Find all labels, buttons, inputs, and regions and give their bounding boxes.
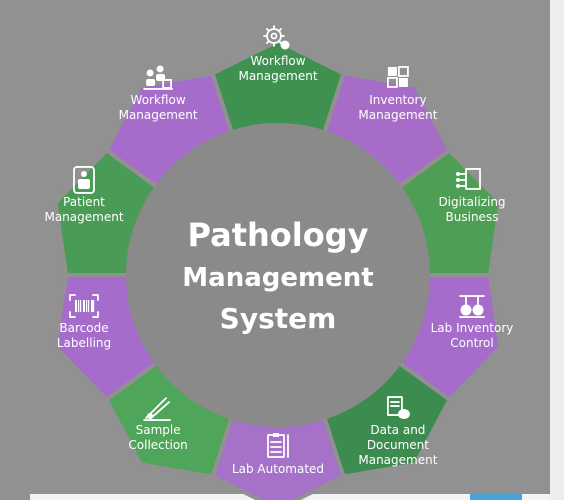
segment-label-line: Lab Automated (232, 462, 324, 476)
bottom-accent (470, 494, 522, 500)
segment-label-line: Sample (136, 423, 181, 437)
patient-card-icon (73, 166, 95, 194)
center-circle-group: Pathology Management System (126, 123, 430, 427)
segment-label-line: Barcode (59, 321, 108, 335)
segment-label-line: Patient (63, 195, 105, 209)
segment-label-line: Management (238, 69, 317, 83)
segment-label-line: Control (450, 336, 493, 350)
segment-label-line: Management (44, 210, 123, 224)
segment-shape (210, 415, 346, 500)
segment-label-line: Data and (370, 423, 425, 437)
right-scroll-strip (550, 0, 564, 500)
workflow-people-icon (143, 65, 173, 90)
segment-label-line: Management (119, 108, 198, 122)
network-document-icon (456, 168, 481, 190)
segments-ring: WorkflowManagementInventoryManagementDig… (44, 25, 514, 500)
segment-label-line: Management (358, 108, 437, 122)
gears-icon (263, 25, 290, 50)
document-database-icon (387, 396, 410, 420)
segment-label-line: Inventory (369, 93, 426, 107)
segment-6: Lab Automated (210, 415, 346, 500)
inventory-boxes-icon (387, 66, 409, 88)
segment-label-line: Business (446, 210, 499, 224)
segment-label-line: Workflow (250, 54, 305, 68)
segment-label-line: Digitalizing (438, 195, 505, 209)
segment-label-line: Collection (128, 438, 187, 452)
segment-label-line: Management (358, 453, 437, 467)
clipboard-report-icon (267, 433, 289, 458)
segment-label-line: Document (367, 438, 429, 452)
center-circle (126, 123, 430, 427)
center-title-line-3: System (220, 302, 337, 335)
center-title-line-1: Pathology (188, 216, 369, 254)
segment-label-line: Labelling (57, 336, 111, 350)
center-title-line-2: Management (182, 263, 373, 293)
barcode-scan-icon (69, 294, 99, 318)
sample-tube-icon (143, 397, 171, 421)
segment-label-line: Workflow (131, 93, 186, 107)
segment-label-line: Lab Inventory (431, 321, 514, 335)
lab-flasks-icon (459, 295, 485, 318)
